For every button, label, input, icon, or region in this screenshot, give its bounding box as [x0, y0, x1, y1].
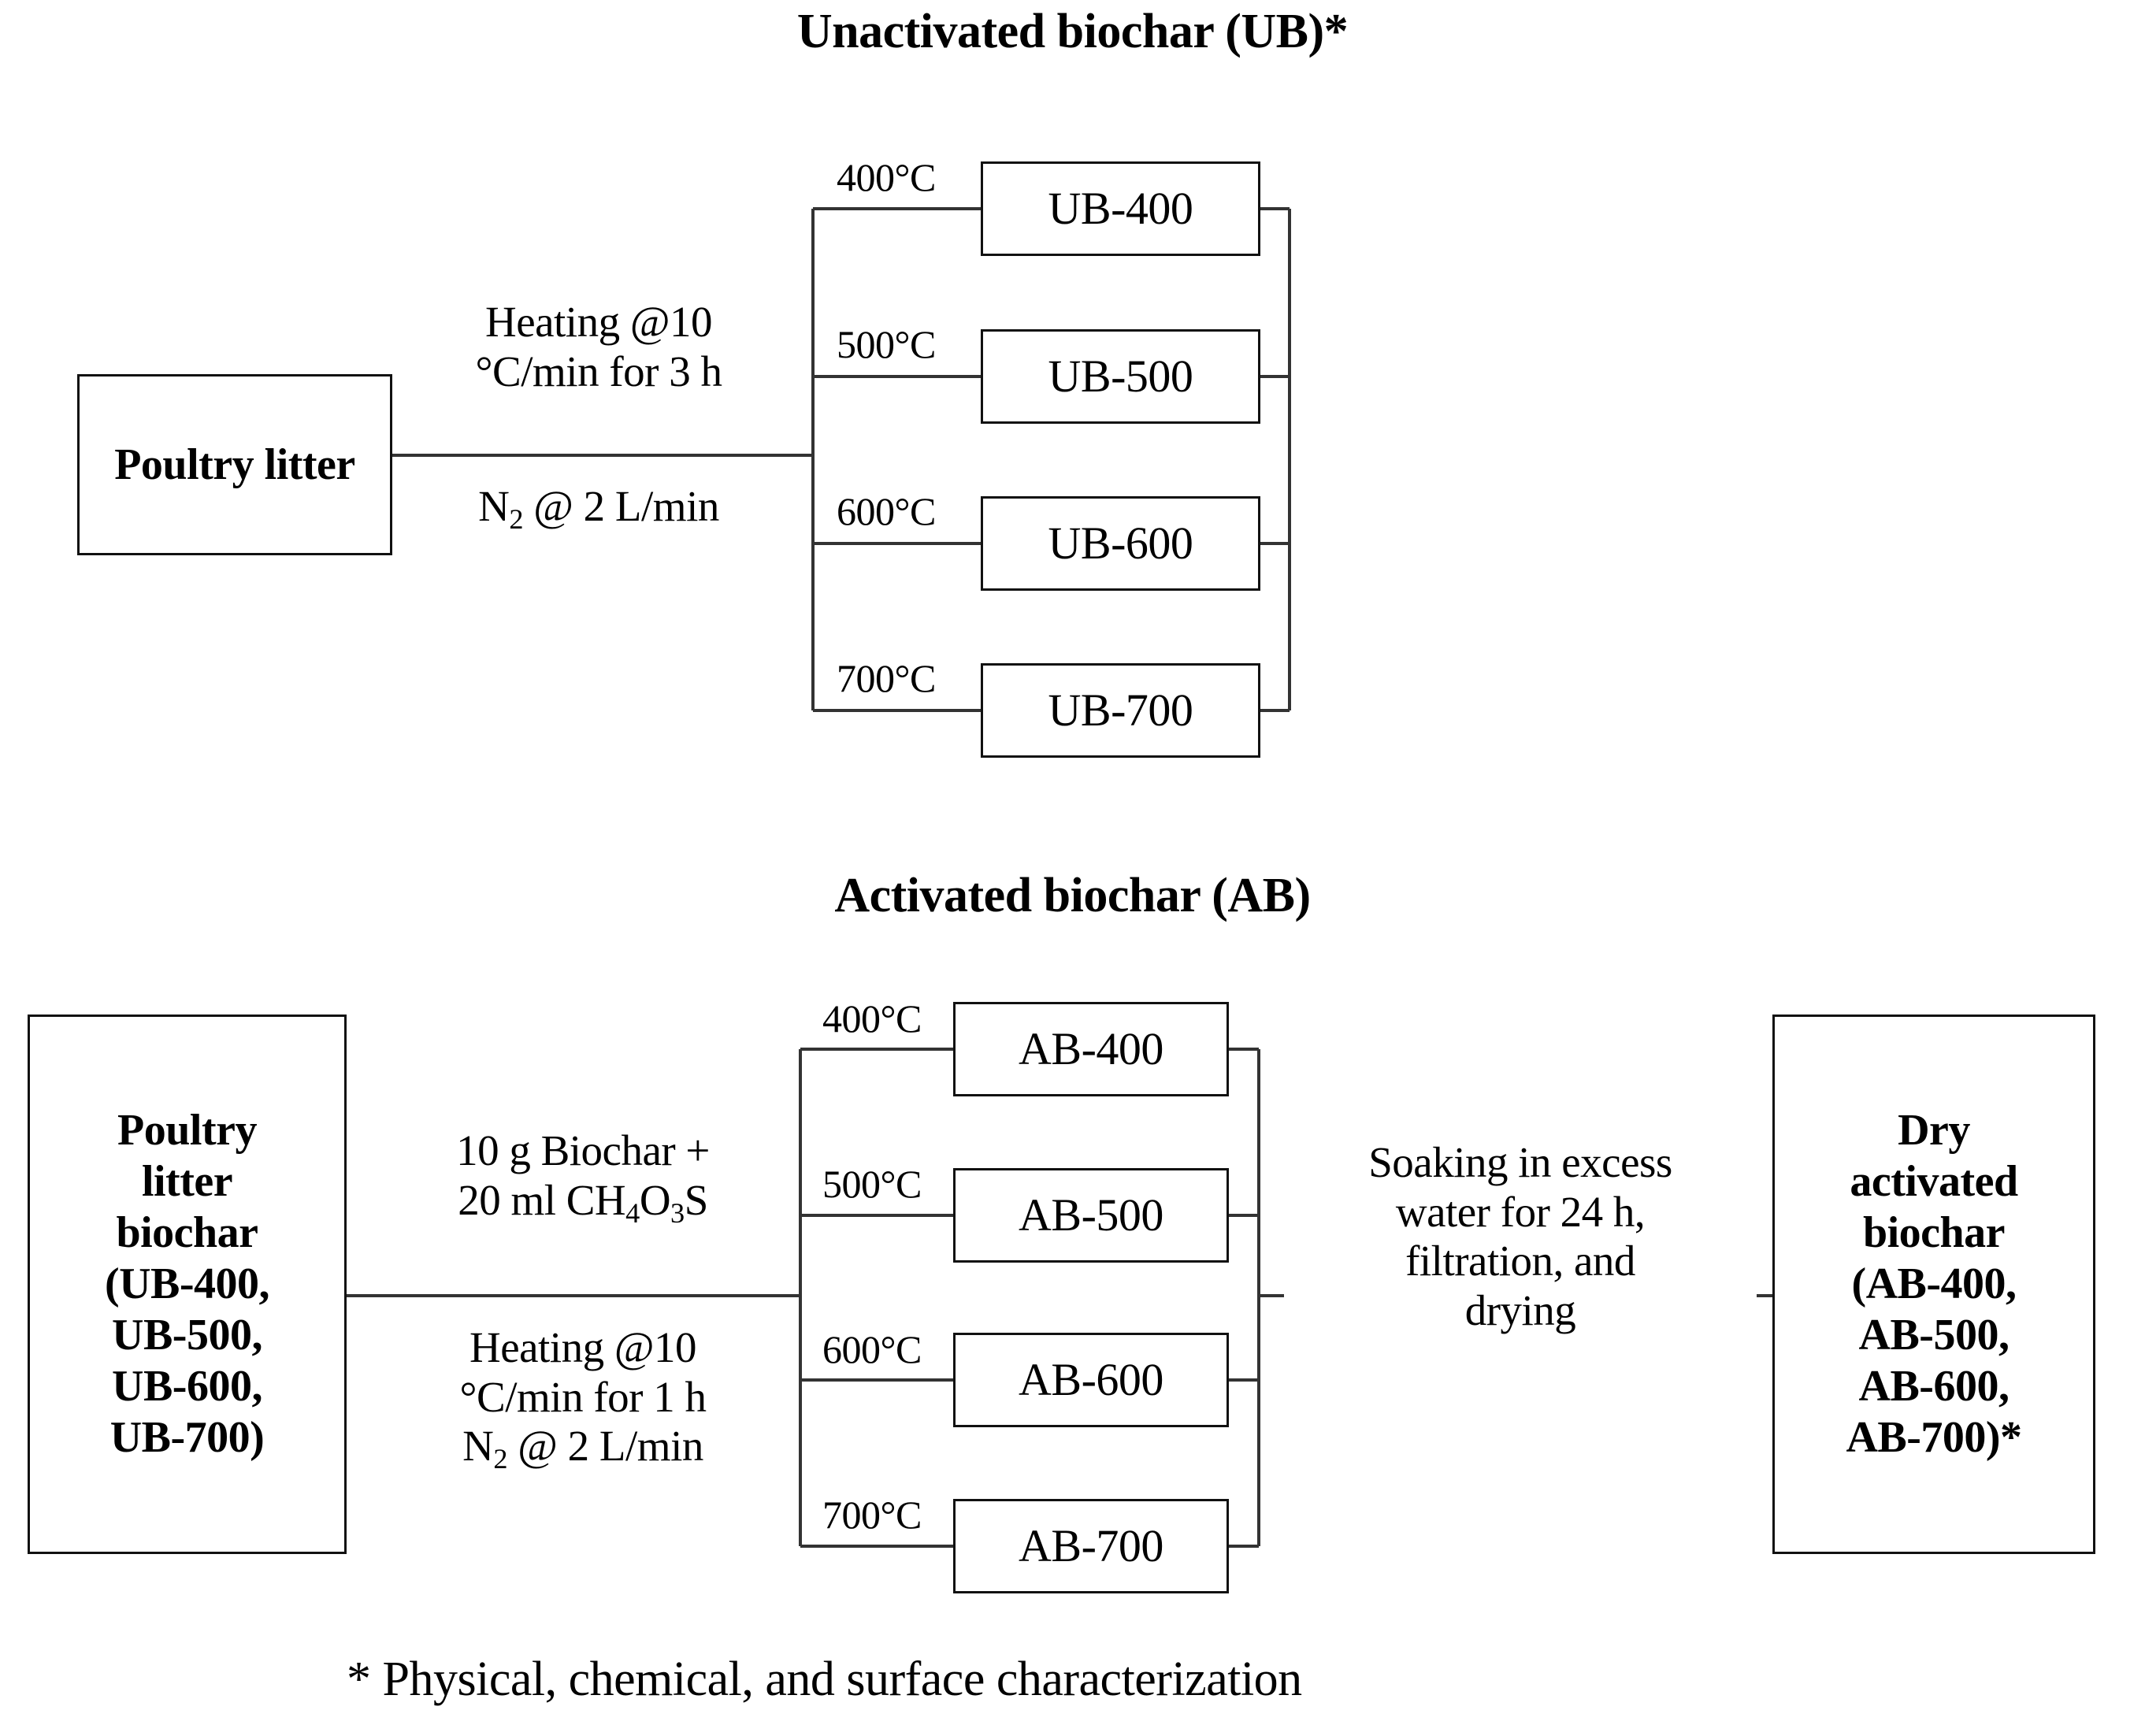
process-text-ub-top-line2: °C/min for 3 h — [475, 347, 722, 395]
product-box-ab-700-label: AB-700 — [1019, 1520, 1163, 1572]
source-box-poultry-litter-label: Poultry litter — [114, 440, 355, 489]
process-text-ab-top-line2: 20 ml CH4O3S — [458, 1175, 708, 1229]
temp-label-ab-400: 400°C — [819, 999, 925, 1038]
source-box-line-6: UB-600, — [112, 1361, 262, 1411]
product-box-ub-600: UB-600 — [981, 496, 1260, 591]
process-text-soaking-line1: Soaking in excess — [1368, 1138, 1672, 1186]
section-title-unactivated: Unactivated biochar (UB)* — [796, 5, 1349, 58]
product-box-ub-400: UB-400 — [981, 161, 1260, 256]
product-box-ab-600: AB-600 — [953, 1333, 1229, 1427]
process-text-ub-top-line1: Heating @10 — [484, 298, 713, 346]
temp-label-ab-700: 700°C — [819, 1495, 925, 1534]
product-box-ab-400-label: AB-400 — [1019, 1023, 1163, 1075]
result-box-line-5: AB-500, — [1858, 1310, 2010, 1359]
temp-label-ub-400: 400°C — [833, 158, 939, 197]
temp-label-ab-600: 600°C — [819, 1330, 925, 1369]
source-box-line-4: (UB-400, — [104, 1259, 270, 1309]
product-box-ab-700: AB-700 — [953, 1499, 1229, 1593]
source-box-line-3: biochar — [116, 1208, 258, 1258]
temp-label-ab-500: 500°C — [819, 1164, 925, 1204]
process-text-ab-bottom: Heating @10 °C/min for 1 h N2 @ 2 L/min — [370, 1323, 796, 1476]
result-box-line-3: biochar — [1862, 1208, 2006, 1258]
source-box-poultry-litter: Poultry litter — [77, 374, 392, 555]
process-text-soaking-line3: filtration, and — [1405, 1237, 1635, 1285]
process-text-ub-bottom: N2 @ 2 L/min — [402, 482, 796, 536]
process-text-soaking-line2: water for 24 h, — [1395, 1187, 1646, 1236]
source-box-line-2: litter — [141, 1157, 233, 1207]
product-box-ub-400-label: UB-400 — [1048, 183, 1193, 235]
footnote-characterization: * Physical, chemical, and surface charac… — [347, 1653, 1302, 1706]
temp-label-ub-700: 700°C — [833, 658, 939, 698]
product-box-ab-400: AB-400 — [953, 1002, 1229, 1096]
product-box-ab-500: AB-500 — [953, 1168, 1229, 1263]
process-text-ub-top: Heating @10 °C/min for 3 h — [402, 298, 796, 397]
result-box-line-6: AB-600, — [1858, 1361, 2010, 1411]
result-box-line-2: activated — [1850, 1157, 2018, 1207]
result-box-line-1: Dry — [1898, 1106, 1970, 1155]
process-text-soaking: Soaking in excess water for 24 h, filtra… — [1284, 1138, 1757, 1336]
temp-label-ub-600: 600°C — [833, 491, 939, 531]
result-box-line-7: AB-700)* — [1846, 1412, 2022, 1462]
section-title-activated: Activated biochar (AB) — [834, 869, 1311, 922]
result-box-line-4: (AB-400, — [1851, 1259, 2017, 1309]
process-text-ab-top-line1: 10 g Biochar + — [456, 1126, 710, 1174]
process-text-ab-top: 10 g Biochar + 20 ml CH4O3S — [370, 1126, 796, 1230]
product-box-ab-600-label: AB-600 — [1019, 1354, 1163, 1406]
result-box-dry-activated-biochar: Dry activated biochar (AB-400, AB-500, A… — [1772, 1015, 2095, 1554]
source-box-line-1: Poultry — [117, 1106, 257, 1155]
product-box-ub-700-label: UB-700 — [1048, 684, 1193, 736]
product-box-ub-700: UB-700 — [981, 663, 1260, 758]
process-text-ab-bottom-line2: °C/min for 1 h — [459, 1372, 707, 1421]
process-text-ab-bottom-line1: Heating @10 — [469, 1323, 697, 1371]
product-box-ub-500-label: UB-500 — [1048, 351, 1193, 402]
process-text-soaking-line4: drying — [1464, 1286, 1576, 1335]
process-text-ub-bottom-line1: N2 @ 2 L/min — [478, 482, 719, 536]
product-box-ub-500: UB-500 — [981, 329, 1260, 424]
temp-label-ub-500: 500°C — [833, 325, 939, 364]
process-text-ab-bottom-line3: N2 @ 2 L/min — [462, 1422, 703, 1475]
product-box-ub-600-label: UB-600 — [1048, 517, 1193, 569]
source-box-poultry-litter-biochar: Poultry litter biochar (UB-400, UB-500, … — [28, 1015, 347, 1554]
product-box-ab-500-label: AB-500 — [1019, 1189, 1163, 1241]
source-box-line-7: UB-700) — [109, 1412, 265, 1462]
source-box-line-5: UB-500, — [112, 1310, 262, 1359]
